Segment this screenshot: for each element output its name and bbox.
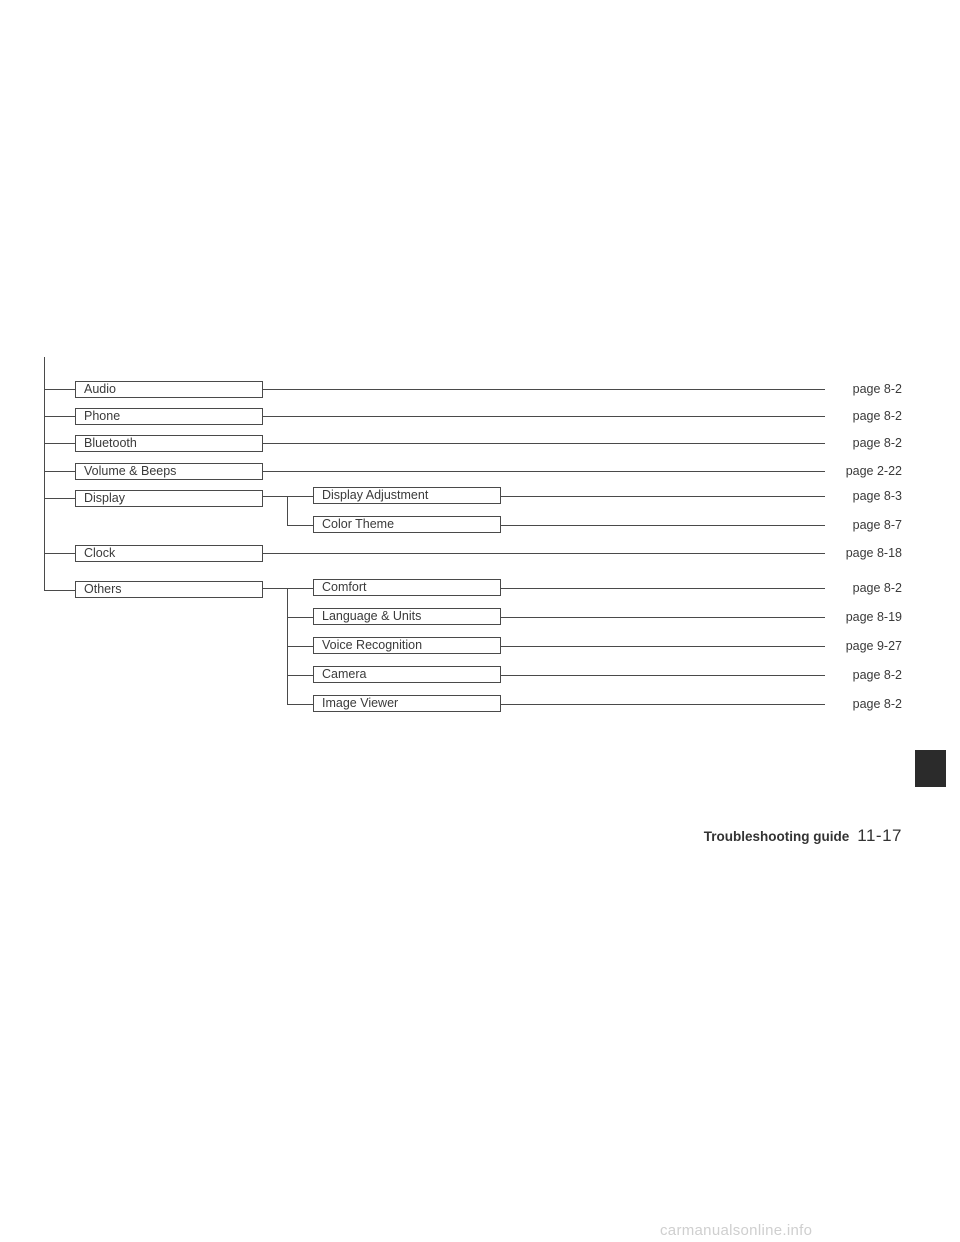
menu-item-phone: Phone [75, 408, 263, 425]
page-ref-voice: page 9-27 [845, 639, 902, 653]
footer-section-title: Troubleshooting guide [703, 829, 850, 844]
leader-image-viewer [501, 704, 825, 705]
connector-clock [44, 553, 75, 554]
leader-bluetooth [263, 443, 825, 444]
leader-voice [501, 646, 825, 647]
page-ref-color-theme: page 8-7 [852, 518, 902, 532]
menu-item-audio: Audio [75, 381, 263, 398]
display-branch-connector [263, 496, 313, 497]
submenu-item-display-adjustment: Display Adjustment [313, 487, 501, 504]
connector-volume [44, 471, 75, 472]
menu-item-bluetooth: Bluetooth [75, 435, 263, 452]
leader-phone [263, 416, 825, 417]
page-ref-language: page 8-19 [845, 610, 902, 624]
footer-page-number: 11-17 [857, 826, 902, 845]
submenu-item-image-viewer: Image Viewer [313, 695, 501, 712]
page-ref-comfort: page 8-2 [852, 581, 902, 595]
connector-image-viewer [287, 704, 313, 705]
connector-display [44, 498, 75, 499]
display-sub-trunk [287, 496, 288, 525]
watermark-text: carmanualsonline.info [660, 1222, 813, 1239]
leader-clock [263, 553, 825, 554]
connector-language [287, 617, 313, 618]
page-ref-clock: page 8-18 [845, 546, 902, 560]
others-branch-connector [263, 588, 313, 589]
page-ref-image-viewer: page 8-2 [852, 697, 902, 711]
connector-audio [44, 389, 75, 390]
connector-color-theme [287, 525, 313, 526]
chapter-thumb-tab [915, 750, 946, 787]
menu-item-volume-beeps: Volume & Beeps [75, 463, 263, 480]
connector-phone [44, 416, 75, 417]
leader-color-theme [501, 525, 825, 526]
page-ref-display-adjustment: page 8-3 [852, 489, 902, 503]
leader-camera [501, 675, 825, 676]
tree-trunk [44, 357, 45, 591]
page-ref-volume: page 2-22 [845, 464, 902, 478]
page-ref-camera: page 8-2 [852, 668, 902, 682]
menu-item-clock: Clock [75, 545, 263, 562]
menu-item-display: Display [75, 490, 263, 507]
menu-item-others: Others [75, 581, 263, 598]
submenu-item-comfort: Comfort [313, 579, 501, 596]
connector-bluetooth [44, 443, 75, 444]
leader-volume [263, 471, 825, 472]
page-ref-bluetooth: page 8-2 [852, 436, 902, 450]
leader-language [501, 617, 825, 618]
submenu-item-color-theme: Color Theme [313, 516, 501, 533]
page-ref-audio: page 8-2 [852, 382, 902, 396]
connector-camera [287, 675, 313, 676]
connector-voice [287, 646, 313, 647]
submenu-item-language-units: Language & Units [313, 608, 501, 625]
page-ref-phone: page 8-2 [852, 409, 902, 423]
leader-comfort [501, 588, 825, 589]
leader-audio [263, 389, 825, 390]
submenu-item-camera: Camera [313, 666, 501, 683]
submenu-item-voice-recognition: Voice Recognition [313, 637, 501, 654]
page-footer: Troubleshooting guide 11-17 [704, 826, 902, 846]
leader-display-adjustment [501, 496, 825, 497]
connector-others [44, 590, 75, 591]
